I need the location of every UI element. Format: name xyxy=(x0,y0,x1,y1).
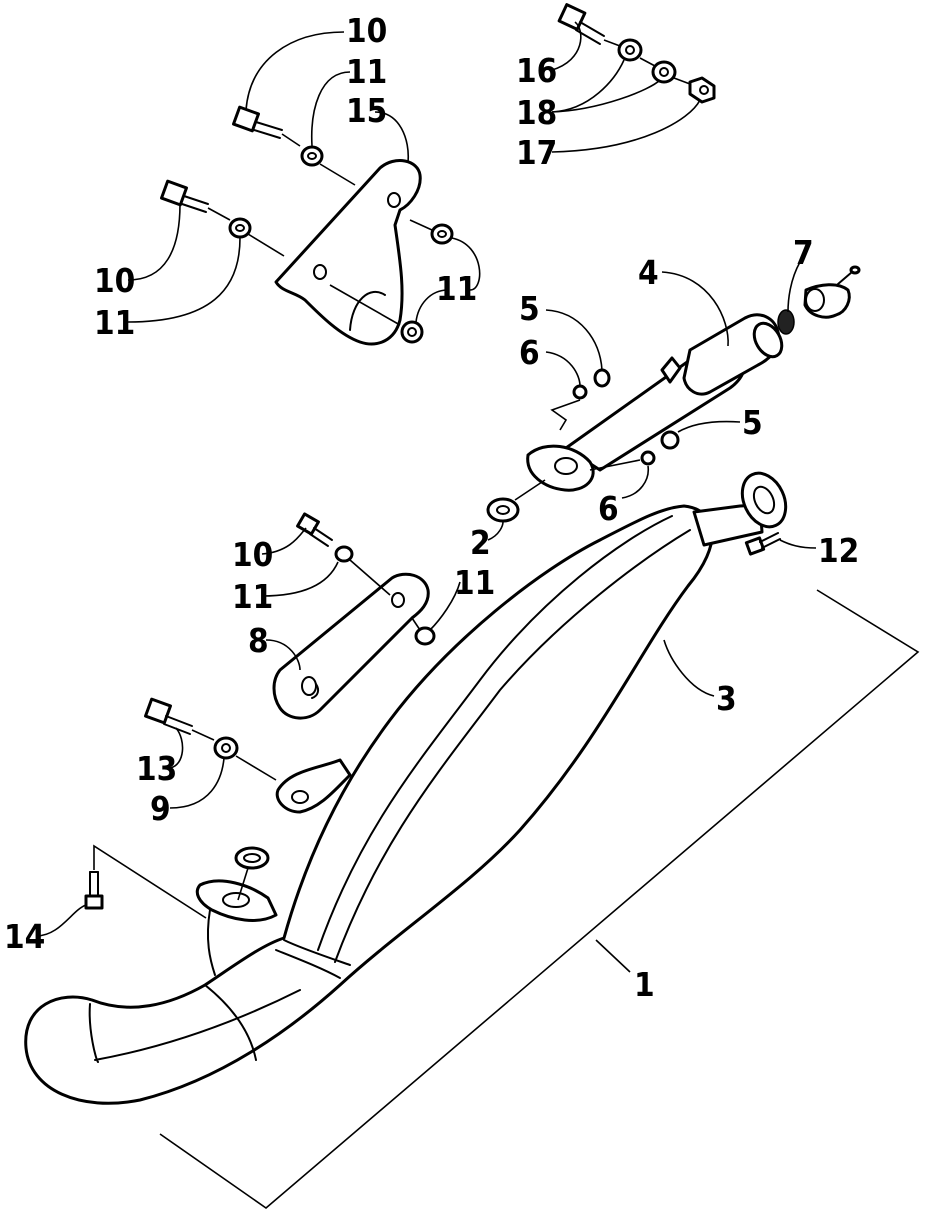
callout-7: 7 xyxy=(793,233,814,272)
washer-11e xyxy=(414,626,436,646)
washer-6b xyxy=(640,450,656,466)
bolt-13 xyxy=(144,697,215,741)
lockwasher-5b xyxy=(660,430,680,450)
bracket-15 xyxy=(274,159,422,346)
bolt-14 xyxy=(84,844,207,919)
callout-5-upper: 5 xyxy=(519,289,540,328)
callout-10-top: 10 xyxy=(346,11,387,50)
callout-15: 15 xyxy=(346,91,387,130)
callout-1: 1 xyxy=(634,965,655,1004)
bracket-8 xyxy=(272,572,430,720)
washer-6a xyxy=(572,384,588,400)
callout-8: 8 xyxy=(248,621,269,660)
bolt-10b xyxy=(160,179,231,221)
callout-10-mid: 10 xyxy=(232,535,273,574)
bolt-16 xyxy=(557,3,621,47)
callout-16: 16 xyxy=(516,51,557,90)
callout-11-mid: 11 xyxy=(232,577,273,616)
assembly-bracket-1 xyxy=(159,589,920,1210)
callout-2: 2 xyxy=(470,523,491,562)
callout-14: 14 xyxy=(4,917,45,956)
callout-5-lower: 5 xyxy=(742,403,763,442)
callout-3: 3 xyxy=(716,679,737,718)
callout-9: 9 xyxy=(150,789,171,828)
callout-18: 18 xyxy=(516,93,557,132)
callout-17: 17 xyxy=(516,133,557,172)
callout-10-left: 10 xyxy=(94,261,135,300)
callout-11-top: 11 xyxy=(346,52,387,91)
callout-6-lower: 6 xyxy=(598,489,619,528)
callout-6-upper: 6 xyxy=(519,333,540,372)
callout-11-left: 11 xyxy=(94,303,135,342)
silencer-tube xyxy=(526,313,784,492)
washer-11d-small xyxy=(334,545,354,563)
callout-13: 13 xyxy=(136,749,177,788)
callout-12: 12 xyxy=(818,531,859,570)
bolt-10c xyxy=(296,512,333,547)
callout-labels: 10 11 15 10 11 11 16 18 17 4 7 5 6 5 6 2… xyxy=(4,11,859,1004)
bolt-12 xyxy=(744,532,781,556)
callout-11-mid-right: 11 xyxy=(454,563,495,602)
exhaust-pipe-assembly xyxy=(24,471,788,1105)
callout-4: 4 xyxy=(638,253,659,292)
lockwasher-5a xyxy=(593,368,611,388)
callout-11-right: 11 xyxy=(436,269,477,308)
leader-lines xyxy=(35,21,817,937)
screen-7 xyxy=(777,309,795,335)
bolt-10a xyxy=(232,105,301,147)
